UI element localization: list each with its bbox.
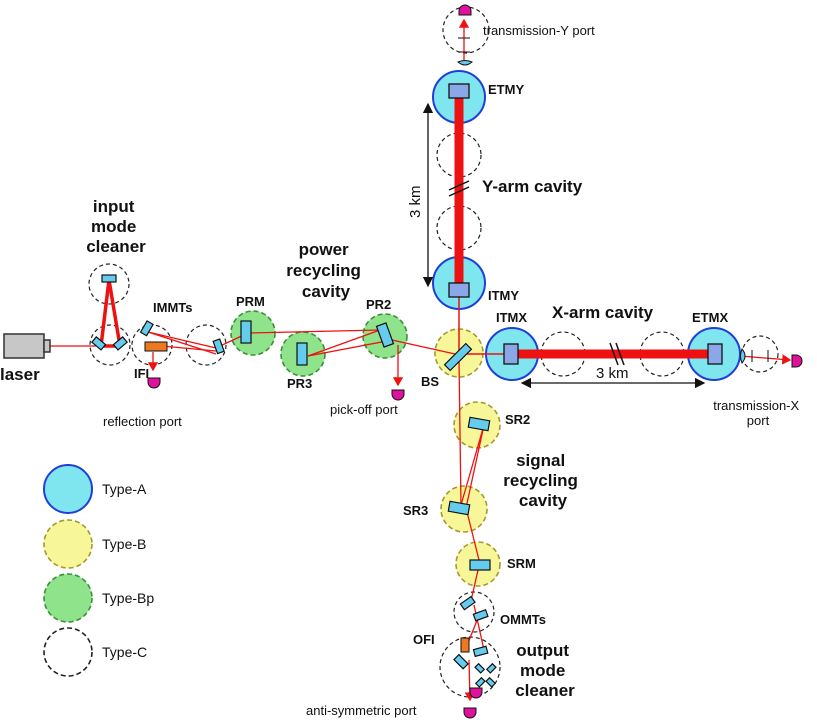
pr3-mirror [296, 342, 308, 366]
ommt-2 [472, 609, 489, 622]
transmission-x-label: transmission-X port [713, 398, 803, 428]
type-bp-chambers [230, 310, 408, 377]
etmy-mass [448, 83, 470, 99]
legend-swatch-type-c [43, 627, 93, 677]
bs-mirror [443, 342, 473, 372]
pr2-mirror [375, 322, 395, 348]
yarm-label: Y-arm cavity [482, 177, 583, 196]
etmx-mass [707, 343, 723, 365]
transmission-y-label: transmission-Y port [483, 23, 595, 38]
imc-label: input mode cleaner [86, 197, 146, 256]
laser-source [3, 333, 51, 359]
itmx-mass [503, 343, 519, 365]
itmy-mass [448, 282, 470, 298]
sr2-label: SR2 [505, 412, 530, 427]
ommts-label: OMMTs [500, 612, 546, 627]
ifi-label: IFI [134, 366, 149, 381]
omc-mirror-1 [453, 653, 469, 670]
srm-mirror [469, 559, 491, 571]
prc-label: power recycling cavity [286, 240, 365, 301]
srm-label: SRM [507, 556, 536, 571]
sr3-mirror [447, 500, 471, 516]
sr3-label: SR3 [403, 503, 428, 518]
laser-label: laser [0, 365, 40, 384]
omc-mirror-2 [472, 645, 489, 658]
itmx-label: ITMX [496, 310, 527, 325]
itmy-label: ITMY [488, 288, 519, 303]
pickoff-pd [391, 389, 405, 401]
prm-mirror [240, 320, 252, 344]
legend-swatch-type-b [43, 519, 93, 569]
immts-label: IMMTs [153, 300, 192, 315]
ommt-1 [459, 595, 476, 611]
lenses [457, 37, 769, 364]
mirrors [90, 274, 497, 688]
etmy-label: ETMY [488, 82, 524, 97]
legend-label: Type-A [102, 481, 147, 497]
photodetectors [147, 4, 803, 719]
transy-pd [458, 4, 472, 16]
imc-end-mirror [101, 274, 117, 283]
xarm-label: X-arm cavity [552, 303, 654, 322]
sr2-mirror [467, 416, 491, 432]
thin-beams [50, 18, 792, 702]
legend-label: Type-Bp [102, 590, 154, 606]
pr2-label: PR2 [366, 297, 391, 312]
immt-2 [212, 338, 225, 355]
as-port-label: anti-symmetric port [306, 703, 417, 718]
transx-pd [791, 354, 803, 368]
legend-label: Type-C [102, 644, 147, 660]
test-masses [448, 83, 723, 365]
bs-label: BS [421, 374, 439, 389]
ifi-isolator [144, 341, 168, 352]
y-length-label: 3 km [407, 185, 424, 218]
immt-1 [139, 320, 154, 337]
as-pd [463, 707, 477, 719]
omc-label: output mode cleaner [515, 641, 575, 700]
reflection-port-label: reflection port [103, 414, 182, 429]
legend-label: Type-B [102, 536, 146, 552]
etmx-label: ETMX [692, 310, 728, 325]
src-label: signal recycling cavity [503, 451, 582, 510]
break-marks [448, 180, 625, 366]
reflection-pd [147, 377, 161, 389]
legend-swatch-type-a [43, 464, 93, 514]
type-a-chambers [432, 70, 741, 381]
isolators [144, 341, 470, 653]
ofi-isolator [460, 637, 470, 653]
pickoff-port-label: pick-off port [330, 402, 398, 417]
imc-beam [99, 279, 122, 348]
ofi-label: OFI [413, 632, 435, 647]
pr3-label: PR3 [287, 376, 312, 391]
imc-mirror-1 [90, 335, 107, 351]
dimension-arrows [422, 102, 706, 389]
prm-label: PRM [236, 294, 265, 309]
x-length-label: 3 km [596, 365, 629, 382]
imc-mirror-2 [112, 335, 129, 351]
legend-swatch-type-bp [43, 573, 93, 623]
